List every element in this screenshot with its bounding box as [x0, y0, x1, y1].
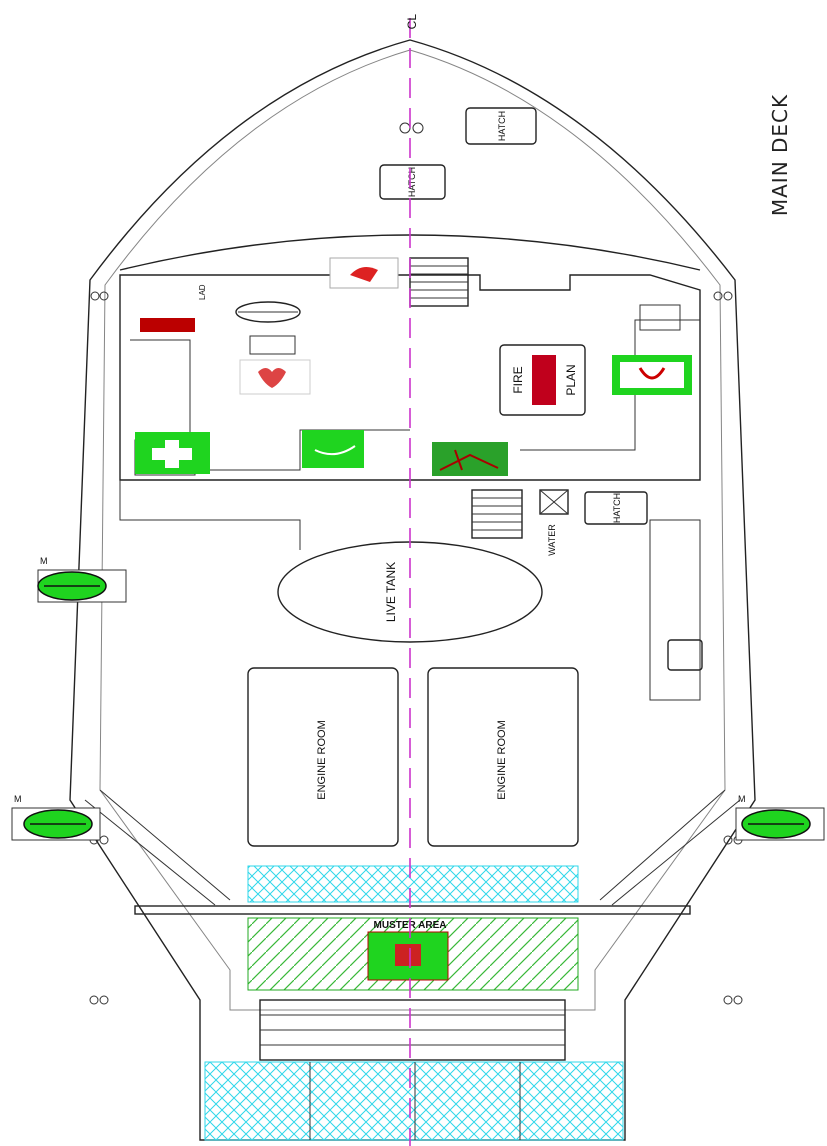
- engine-room-port-label: ENGINE ROOM: [316, 720, 328, 799]
- bollard-icon: [399, 122, 411, 134]
- cabin-console: [639, 304, 681, 331]
- ladder-mark: LAD: [198, 284, 207, 300]
- hatch-forward-left: [379, 164, 446, 200]
- starboard-aft-bulwark: [599, 789, 741, 906]
- station-marker-port-forward: M: [37, 556, 127, 603]
- port-side-rail: [119, 480, 301, 550]
- steering-wheel-icon: [235, 301, 301, 323]
- stairs-forward-treads: [410, 265, 468, 299]
- engine-room-starboard-label: ENGINE ROOM: [496, 720, 508, 799]
- helm-seat: [249, 335, 296, 355]
- fire-plan-red-bar: [532, 355, 556, 405]
- live-tank-label: LIVE TANK: [384, 562, 398, 622]
- inner-bulwark: [99, 49, 726, 1011]
- bollard-icon: [412, 122, 424, 134]
- water-fill-icon: [539, 489, 569, 515]
- station-marker-starboard-aft: M: [735, 794, 825, 841]
- svg-text:M: M: [40, 556, 48, 566]
- port-aft-bulwark: [84, 789, 231, 906]
- fire-extinguisher-icon: [140, 318, 195, 332]
- centerline-label: CL: [405, 14, 419, 30]
- hatch-forward-left-label: HATCH: [407, 167, 417, 197]
- svg-text:M: M: [738, 794, 746, 804]
- hatch-forward-right: [465, 107, 537, 145]
- fire-plan-box: [499, 344, 586, 416]
- emergency-exit-sign: [302, 430, 364, 468]
- heart-icon: [258, 368, 286, 388]
- bollard-icon: [723, 291, 733, 301]
- aft-tank-strip: [247, 865, 579, 903]
- hatch-mid-label: HATCH: [612, 493, 622, 523]
- engine-room-port: [247, 667, 399, 847]
- life-ring-icon: [350, 266, 378, 282]
- bollard-icon: [713, 291, 723, 301]
- engine-room-starboard: [427, 667, 579, 847]
- station-marker-port-aft: M: [11, 794, 101, 841]
- assembly-sign: [432, 442, 508, 476]
- fire-plan-line2: PLAN: [564, 364, 578, 395]
- transom-beam: [134, 905, 691, 915]
- hatch-mid: [584, 491, 648, 525]
- fire-plan-line1: FIRE: [511, 366, 525, 393]
- bollard-icon: [99, 291, 109, 301]
- starboard-side-rail: [649, 519, 701, 701]
- deck-box: [667, 639, 703, 671]
- hatch-forward-right-label: HATCH: [497, 111, 507, 141]
- water-label: WATER: [547, 524, 557, 556]
- bollard-icon: [90, 291, 100, 301]
- transom-water-tanks: [204, 1061, 624, 1141]
- svg-text:M: M: [14, 794, 22, 804]
